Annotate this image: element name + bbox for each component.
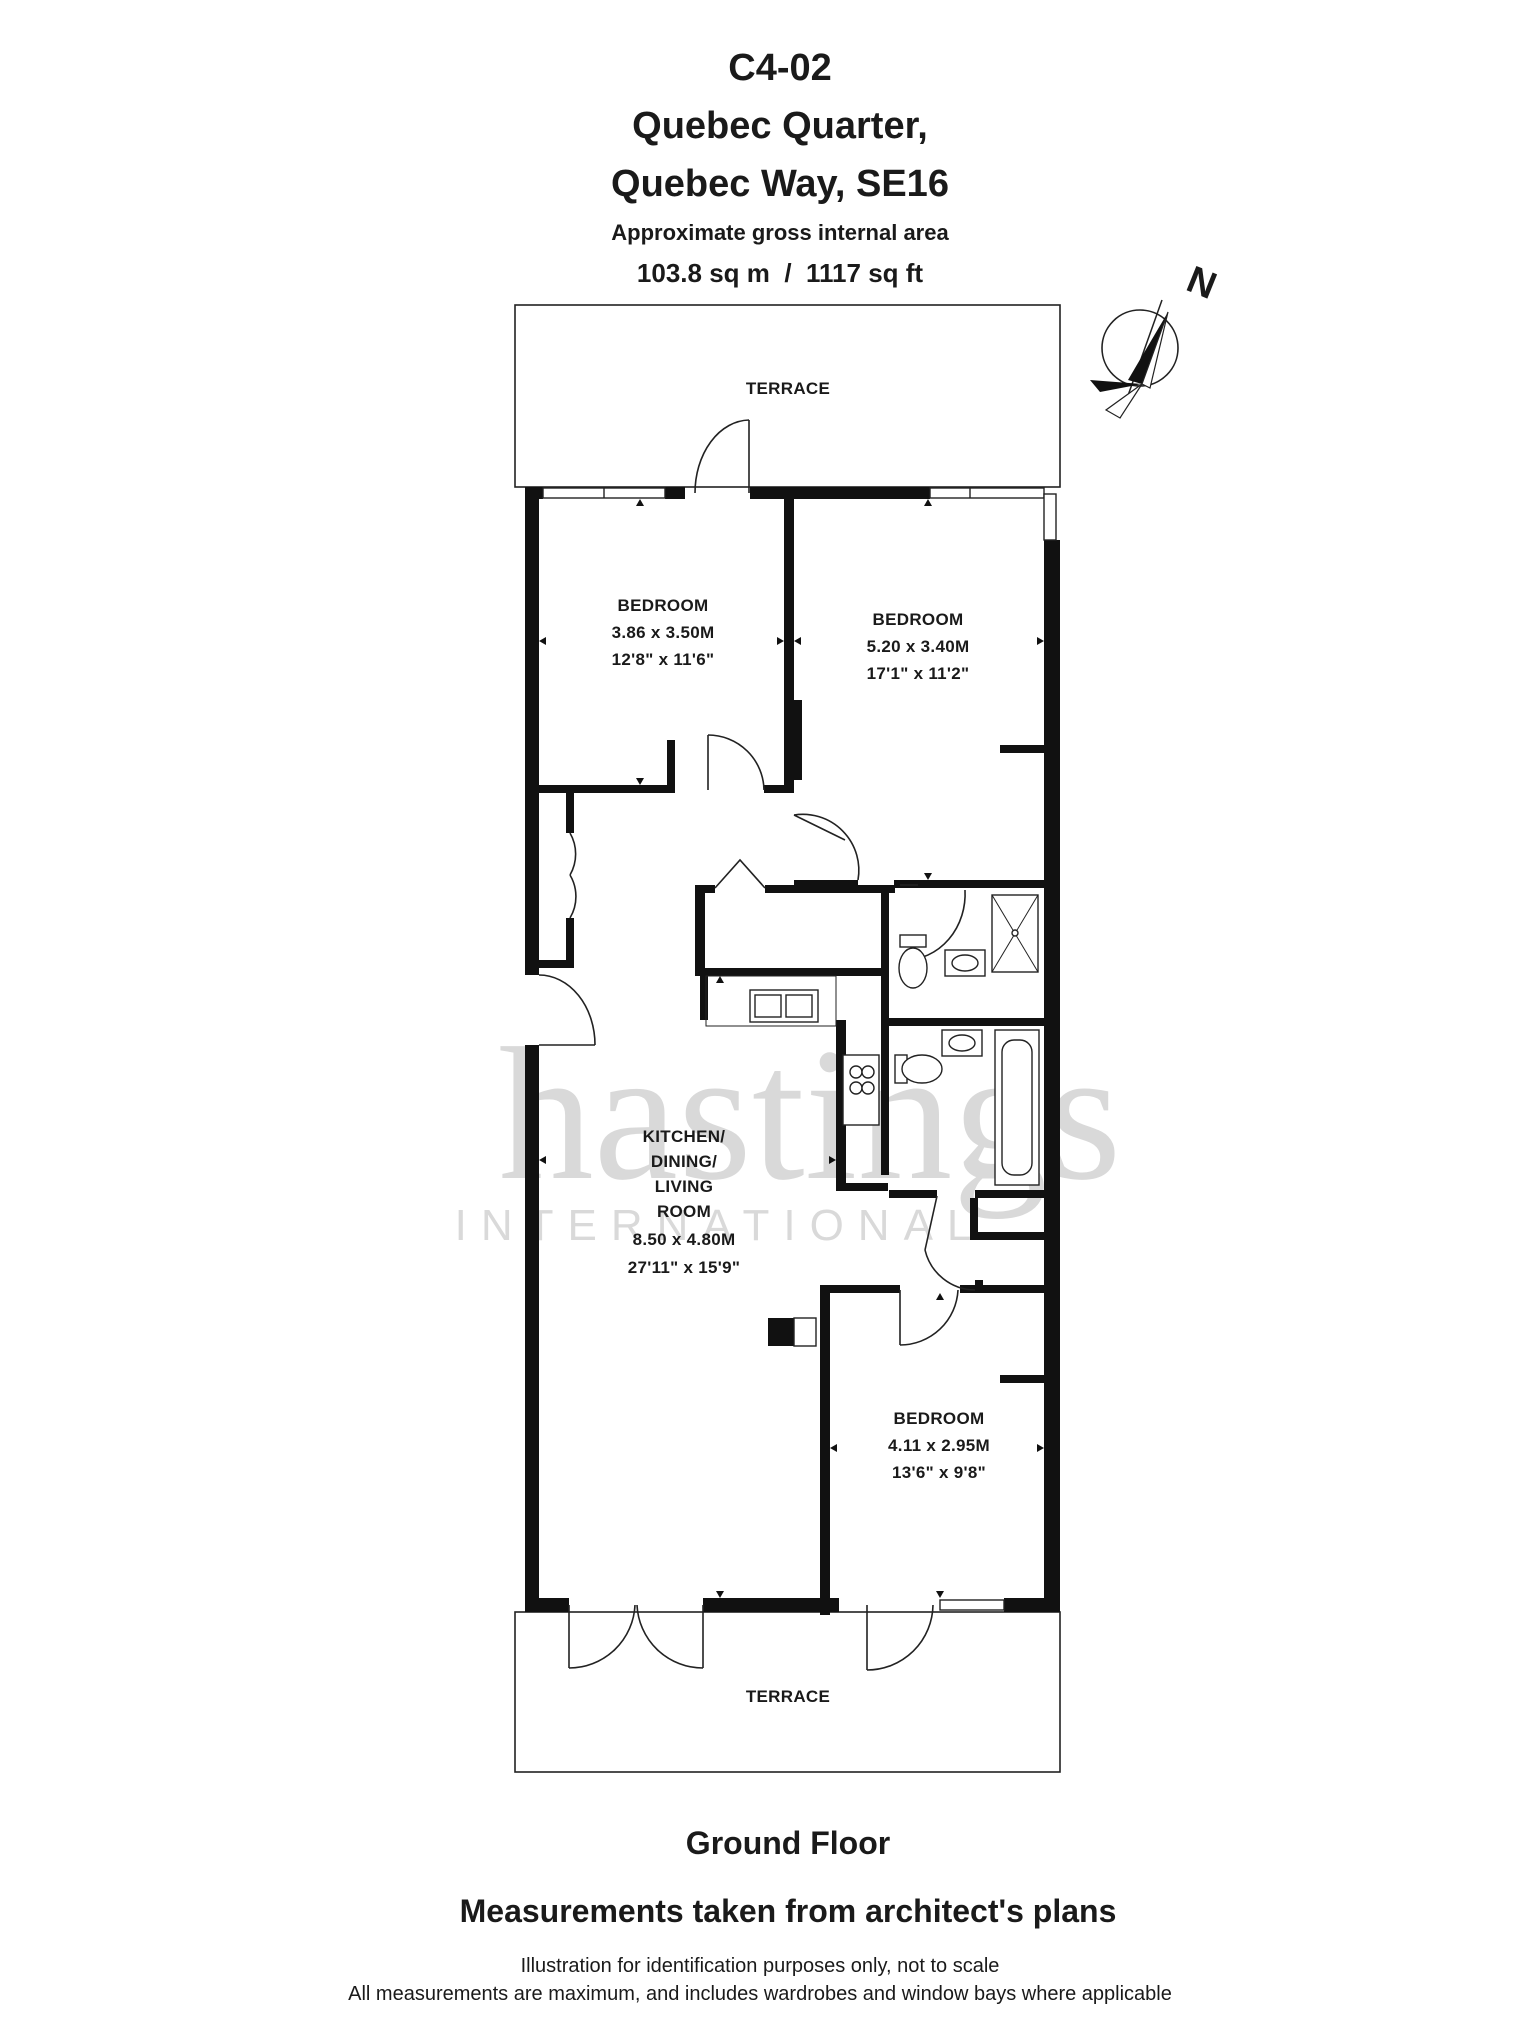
room-imperial: 27'11" x 15'9" [628, 1258, 741, 1277]
disclaimer-line-1: Illustration for identification purposes… [521, 1955, 1000, 1977]
address-line-1: Quebec Quarter, [632, 105, 928, 147]
room-metric: 5.20 x 3.40M [867, 637, 970, 656]
area-value: 103.8 sq m / 1117 sq ft [637, 258, 924, 288]
interior-walls [539, 499, 1044, 1615]
kitchen-sink-icon [749, 989, 819, 1023]
doors [538, 419, 976, 1671]
room-name-line-1: KITCHEN/ [643, 1127, 726, 1146]
kitchen-living-label: KITCHEN/ DINING/ LIVING ROOM 8.50 x 4.80… [628, 1127, 741, 1277]
hob-icon [842, 1054, 880, 1126]
room-metric: 8.50 x 4.80M [633, 1230, 736, 1249]
watermark-sub: INTERNATIONAL [455, 1201, 986, 1250]
floor-label: Ground Floor [686, 1825, 890, 1861]
basin-icon [941, 1029, 983, 1057]
room-metric: 4.11 x 2.95M [888, 1436, 990, 1455]
room-imperial: 12'8" x 11'6" [612, 650, 715, 669]
toilet-icon [898, 934, 928, 989]
room-name-line-2: DINING/ [651, 1152, 717, 1171]
room-metric: 3.86 x 3.50M [612, 623, 715, 642]
room-name: BEDROOM [618, 596, 709, 615]
north-arrow-icon: N [1090, 259, 1222, 419]
unit-number: C4-02 [728, 47, 832, 89]
kitchen-counter [705, 975, 837, 1027]
bedroom-1-label: BEDROOM 3.86 x 3.50M 12'8" x 11'6" [612, 596, 715, 669]
terrace-top-label: TERRACE [746, 379, 830, 398]
basin-icon [944, 949, 986, 977]
room-name: BEDROOM [894, 1409, 985, 1428]
room-imperial: 13'6" x 9'8" [892, 1463, 986, 1482]
terrace-bottom-label: TERRACE [746, 1687, 830, 1706]
measurements-note: Measurements taken from architect's plan… [460, 1893, 1117, 1929]
area-caption: Approximate gross internal area [611, 220, 949, 245]
room-name-line-3: LIVING [655, 1177, 713, 1196]
room-imperial: 17'1" x 11'2" [867, 664, 970, 683]
bedroom-3-label: BEDROOM 4.11 x 2.95M 13'6" x 9'8" [888, 1409, 990, 1482]
outer-walls [525, 487, 1060, 1612]
disclaimer-line-2: All measurements are maximum, and includ… [348, 1983, 1172, 2005]
bathtub-icon [994, 1029, 1040, 1186]
windows-top [542, 487, 1057, 1611]
bedroom-2-label: BEDROOM 5.20 x 3.40M 17'1" x 11'2" [867, 610, 970, 683]
room-name: BEDROOM [873, 610, 964, 629]
room-name-line-4: ROOM [657, 1202, 711, 1221]
address-line-2: Quebec Way, SE16 [611, 163, 949, 205]
measurement-markers [539, 499, 1044, 1598]
toilet-icon [894, 1054, 943, 1084]
shower-icon [991, 894, 1039, 973]
north-label: N [1181, 259, 1222, 308]
